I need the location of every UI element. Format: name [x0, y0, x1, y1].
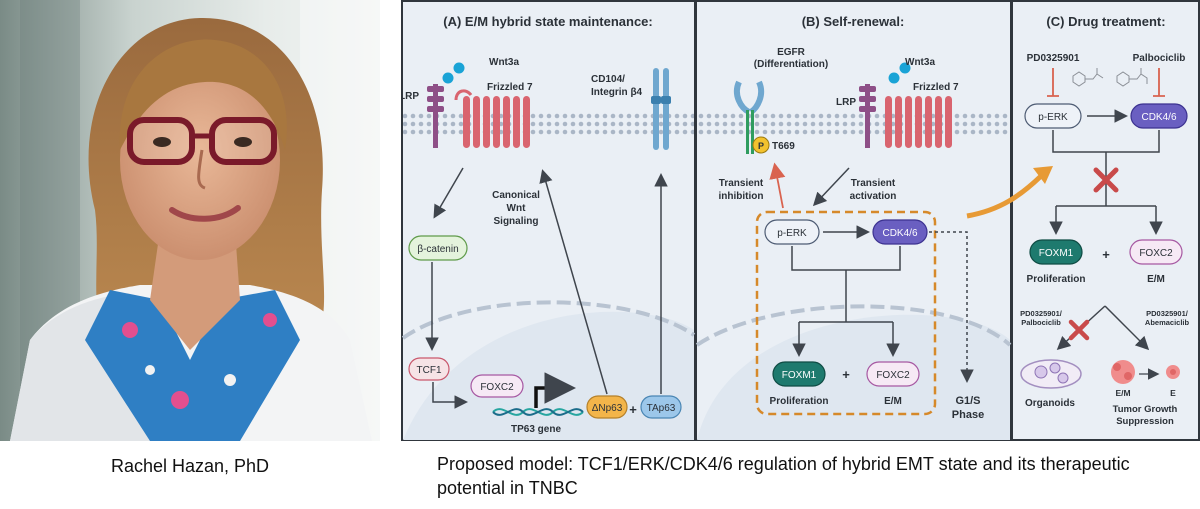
drug2-structure-icon: [1116, 68, 1148, 87]
tcf1-label: TCF1: [417, 365, 442, 376]
transient-activation-line1: Transient: [851, 178, 896, 189]
wnt3a-ball-icon: [899, 62, 911, 74]
panel-b-frizzled-label: Frizzled 7: [913, 82, 959, 93]
cd104-label-line2: Integrin β4: [591, 87, 643, 98]
self-renewal-box: [755, 210, 937, 416]
wnt3a-ball-icon: [453, 62, 465, 74]
tap63-node: [640, 395, 682, 419]
panel-a-frizzled-label: Frizzled 7: [487, 82, 533, 93]
panel-a-foxc2-node: [470, 374, 524, 398]
tp63-gene-label: TP63 gene: [511, 424, 561, 435]
panel-b-proliferation-label: Proliferation: [770, 396, 829, 407]
tcf1-node: [408, 357, 450, 381]
tumor-em-icon: [1111, 360, 1135, 384]
panel-a-foxc2-label: FOXC2: [480, 382, 514, 393]
panel-a-title: (A) E/M hybrid state maintenance:: [443, 14, 652, 29]
panel-c-foxm1-node: [1029, 239, 1083, 265]
combo1-label-line2: Palbociclib: [1021, 318, 1061, 327]
egfr-receptor-icon: [733, 80, 765, 154]
panel-b-plus: +: [842, 367, 850, 382]
panel-b-lrp-label: LRP: [836, 97, 856, 108]
panel-c-foxc2-node: [1129, 239, 1183, 265]
panel-c-perk-node: [1024, 103, 1082, 129]
egfr-label-line2: (Differentiation): [754, 59, 828, 70]
lrp-receptor-icon: [859, 84, 876, 148]
panel-b-cdk-label: CDK4/6: [882, 228, 917, 239]
panel-b-cdk-node: [872, 219, 928, 245]
panel-c-proliferation-label: Proliferation: [1027, 274, 1086, 285]
dnp63-label: ΔNp63: [592, 403, 623, 414]
canonical-line3: Signaling: [494, 216, 539, 227]
combo2-label-line1: PD0325901/: [1146, 309, 1189, 318]
wnt3a-ball-icon: [442, 72, 454, 84]
panel-c-title: (C) Drug treatment:: [1046, 14, 1165, 29]
panel-b-foxm1-node: [772, 361, 826, 387]
phospho-label: P: [758, 141, 764, 151]
drug2-label: Palbociclib: [1133, 53, 1186, 64]
transient-inhibition-line1: Transient: [719, 178, 764, 189]
drug1-structure-icon: [1072, 68, 1104, 87]
model-diagram: (A) E/M hybrid state maintenance: Wnt3a …: [401, 0, 1200, 441]
combo1-label-line1: PD0325901/: [1020, 309, 1063, 318]
panel-a-plus: +: [629, 402, 637, 417]
e-small-label: E: [1170, 388, 1176, 398]
combo2-label-line2: Abemaciclib: [1145, 318, 1190, 327]
frizzled-receptor-icon: [454, 89, 530, 148]
panel-c-foxc2-label: FOXC2: [1139, 248, 1173, 259]
panel-b-foxm1-label: FOXM1: [782, 370, 817, 381]
lrp-receptor-icon: [427, 84, 444, 148]
beta-catenin-label: β-catenin: [417, 244, 458, 255]
canonical-line1: Canonical: [492, 190, 540, 201]
panel-a-wnt3a-label: Wnt3a: [489, 57, 519, 68]
phospho-icon: [752, 136, 770, 154]
canonical-line2: Wnt: [507, 203, 527, 214]
egfr-label-line1: EGFR: [777, 47, 806, 58]
panel-b-foxc2-node: [866, 361, 920, 387]
panel-c-em-label: E/M: [1147, 274, 1165, 285]
beta-catenin-node: [408, 235, 468, 261]
panel-b-em-label: E/M: [884, 396, 902, 407]
organoids-dish-icon: [1020, 359, 1082, 389]
portrait-image: [0, 0, 380, 441]
transient-activation-line2: activation: [850, 191, 897, 202]
panel-b-nucleus: [697, 314, 1010, 440]
transient-inhibition-line2: inhibition: [719, 191, 764, 202]
t669-label: T669: [772, 141, 795, 152]
panel-b-title: (B) Self-renewal:: [802, 14, 905, 29]
block-x-icon: [1068, 319, 1090, 341]
g1s-label-line1: G1/S: [955, 395, 980, 407]
panel-a-lrp-label: LRP: [401, 91, 419, 102]
wnt3a-ball-icon: [888, 72, 900, 84]
g1s-label-line2: Phase: [952, 409, 984, 421]
panel-c-perk-label: p-ERK: [1038, 112, 1068, 123]
cd104-label-line1: CD104/: [591, 74, 625, 85]
frizzled-receptor-icon: [885, 96, 952, 148]
transition-arrow-icon: [966, 174, 1043, 219]
panel-b-perk-label: p-ERK: [777, 228, 807, 239]
tumor-e-icon: [1166, 365, 1180, 379]
organoids-label: Organoids: [1025, 398, 1075, 409]
figure-caption: Proposed model: TCF1/ERK/CDK4/6 regulati…: [437, 454, 1130, 498]
em-small-label: E/M: [1115, 388, 1130, 398]
transcription-arrow-icon: [534, 372, 576, 408]
panel-b-perk-node: [764, 219, 820, 245]
tap63-label: TAp63: [647, 403, 676, 414]
photo-caption: Rachel Hazan, PhD: [110, 456, 270, 476]
drug1-label: PD0325901: [1027, 53, 1080, 64]
panel-b-wnt3a-label: Wnt3a: [905, 57, 935, 68]
portrait-photo: [0, 0, 380, 441]
tumor-label-line2: Suppression: [1116, 416, 1174, 427]
panel-b-foxc2-label: FOXC2: [876, 370, 910, 381]
panel-b-membrane: [697, 112, 1010, 136]
panel-c-plus: +: [1102, 247, 1110, 262]
panel-c-cdk-node: [1130, 103, 1188, 129]
tumor-label-line1: Tumor Growth: [1113, 404, 1178, 415]
block-x-icon: [1093, 167, 1119, 193]
panel-a-membrane: [403, 112, 694, 136]
panel-c-foxm1-label: FOXM1: [1039, 248, 1074, 259]
dnp63-node: [586, 395, 628, 419]
panel-c-cdk-label: CDK4/6: [1141, 112, 1176, 123]
model-figure: (A) E/M hybrid state maintenance: Wnt3a …: [401, 0, 1200, 441]
integrin-receptor-icon: [651, 68, 671, 150]
